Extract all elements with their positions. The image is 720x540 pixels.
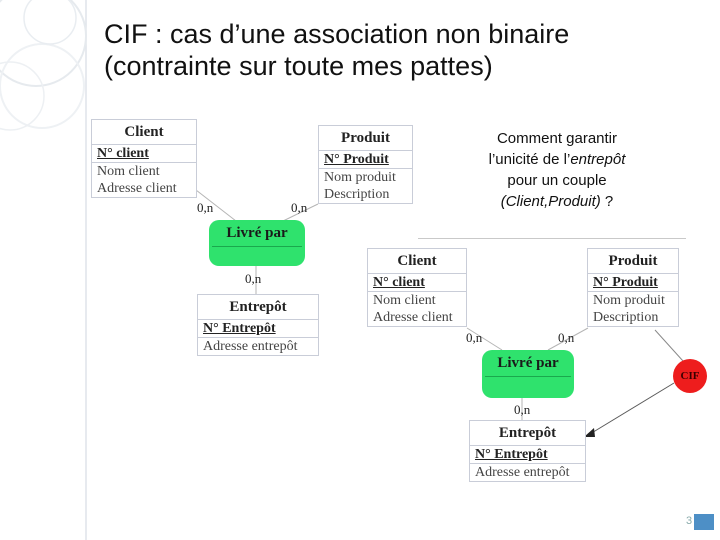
right-entity-produit: Produit N° Produit Nom produit Descripti… [587,248,679,327]
entity-key: N° Produit [588,274,678,292]
cif-constraint: CIF [673,359,707,393]
association-name: Livré par [226,225,288,241]
page-number: 3 [686,515,693,527]
entity-name: Produit [319,126,412,151]
question-line-2: l’unicité de l’entrepôt [458,149,656,170]
question-line-4-emphasis: (Client,Produit) [500,193,601,210]
entity-attribute: Description [324,187,390,202]
left-card-entrepot: 0,n [245,271,262,286]
cif-link-entrepot [589,382,675,435]
entity-name: Entrepôt [470,421,585,446]
entity-key: N° Entrepôt [198,320,318,338]
entity-attribute: Nom produit [593,293,665,308]
divider-line [418,238,686,239]
entity-key: N° Entrepôt [470,446,585,464]
entity-name: Entrepôt [198,295,318,320]
left-card-client: 0,n [197,200,214,215]
right-association-livre-par: Livré par [482,350,574,398]
entity-attribute: Adresse client [97,181,177,196]
entity-attribute: Description [593,310,659,325]
right-entity-entrepot: Entrepôt N° Entrepôt Adresse entrepôt [469,420,586,482]
left-card-produit: 0,n [291,200,308,215]
entity-key: N° client [92,145,196,163]
question-line-1: Comment garantir [496,130,618,147]
question-line-2-emphasis: entrepôt [570,151,626,168]
entity-attribute: Nom produit [324,170,396,185]
right-card-produit: 0,n [558,330,575,345]
entity-attribute: Nom client [373,293,436,308]
question-line-4-text: ? [600,193,614,210]
question-line-3: pour un couple [507,172,607,189]
question-line-2-text: l’unicité de l’ [488,151,571,168]
left-entity-produit: Produit N° Produit Nom produit Descripti… [318,125,413,204]
entity-attribute: Nom client [97,164,160,179]
right-card-entrepot: 0,n [514,402,531,417]
entity-key: N° Produit [319,151,412,169]
entity-name: Produit [588,249,678,274]
page-marker [694,514,714,530]
question-text: Comment garantir l’unicité de l’entrepôt… [458,128,656,212]
entity-name: Client [92,120,196,145]
association-name: Livré par [497,355,559,371]
left-association-livre-par: Livré par [209,220,305,266]
association-divider [485,376,571,377]
title-line-1: CIF : cas d’une association non binaire [104,19,570,49]
entity-attribute: Adresse entrepôt [475,465,570,480]
entity-attribute: Adresse entrepôt [203,339,298,354]
right-card-client: 0,n [466,330,483,345]
question-line-4: (Client,Produit) ? [458,191,656,212]
entity-key: N° client [368,274,466,292]
left-entity-client: Client N° client Nom client Adresse clie… [91,119,197,198]
association-divider [212,246,302,247]
title-line-2: (contrainte sur toute mes pattes) [104,51,493,81]
right-entity-client: Client N° client Nom client Adresse clie… [367,248,467,327]
slide-title: CIF : cas d’une association non binaire … [104,18,569,82]
cif-link-produit [654,329,684,362]
entity-attribute: Adresse client [373,310,453,325]
left-entity-entrepot: Entrepôt N° Entrepôt Adresse entrepôt [197,294,319,356]
entity-name: Client [368,249,466,274]
